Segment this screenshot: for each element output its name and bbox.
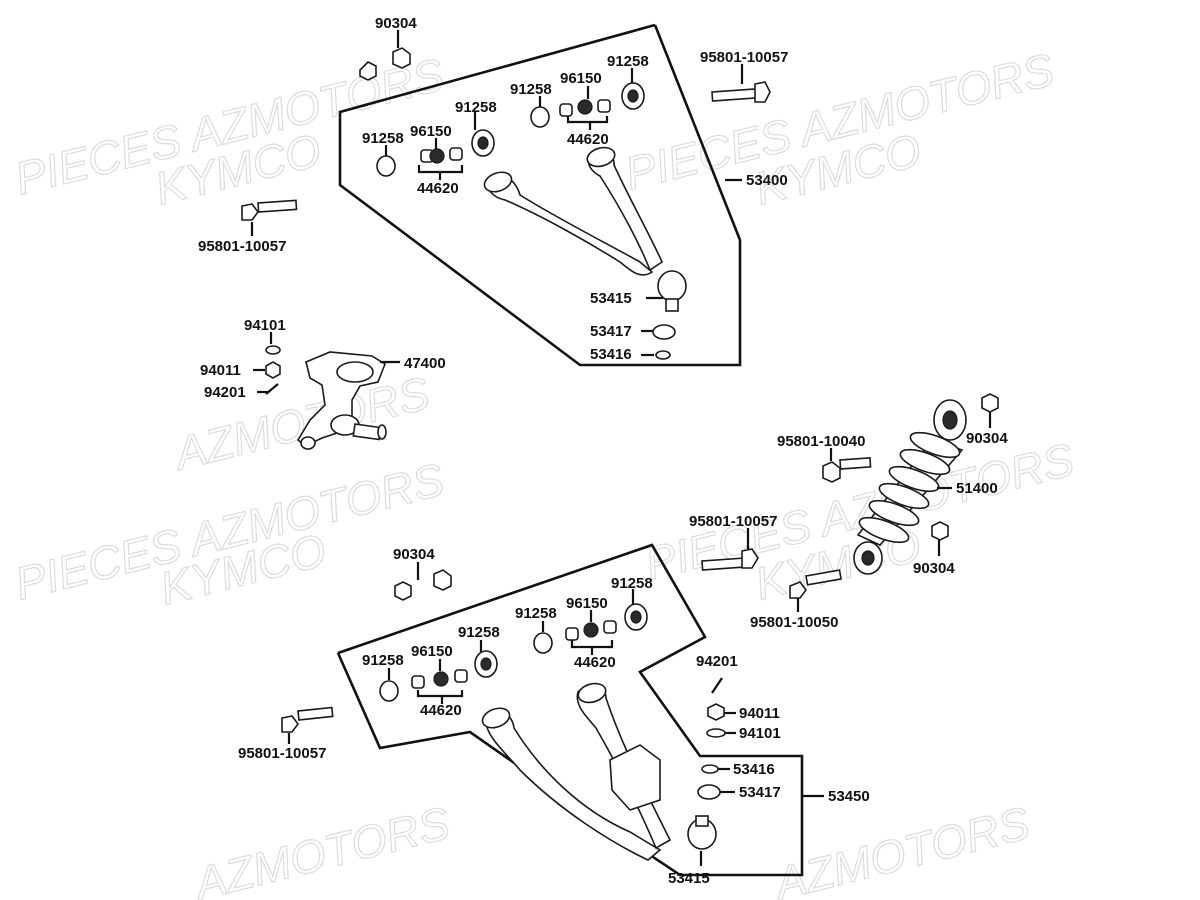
watermark-azmotors-1: AZMOTORS	[187, 796, 455, 900]
upper-clip-53416	[655, 350, 671, 360]
upper-arm-group: 90304 95801-10057 91258 96150 91258 4462…	[198, 15, 788, 367]
lower-arm-group: 95801-10057 90304 95801-10050	[238, 513, 870, 887]
lower-washer-94101	[706, 728, 726, 738]
shock-nut-top	[981, 393, 999, 413]
knuckle-washer-94101	[265, 345, 281, 355]
label-upper-bolt-right: 95801-10057	[700, 49, 788, 66]
label-upper-53416: 53416	[590, 346, 632, 363]
upper-bushing-set-left	[376, 112, 495, 180]
upper-group-frame	[338, 23, 742, 367]
lower-bolt-left	[281, 706, 334, 744]
label-lower-94011: 94011	[739, 705, 780, 722]
label-lower-bolt-left: 95801-10057	[238, 745, 326, 762]
label-lower-96150-a: 96150	[411, 643, 453, 660]
lower-nut-94011	[707, 703, 725, 721]
knuckle-nut-94011	[265, 361, 281, 379]
lower-clip-53416	[701, 764, 719, 774]
label-upper-91258-b: 91258	[455, 99, 497, 116]
label-lower-91258-b: 91258	[458, 624, 500, 641]
label-lower-bolt-right: 95801-10057	[689, 513, 777, 530]
upper-bolt-right	[711, 64, 771, 103]
label-knuckle-94101: 94101	[244, 317, 286, 334]
label-upper-90304: 90304	[375, 15, 417, 32]
lower-a-arm	[481, 682, 717, 861]
label-upper-91258-a: 91258	[362, 130, 404, 147]
label-upper-44620-b: 44620	[567, 131, 609, 148]
upper-nut-90304	[359, 30, 411, 81]
label-lower-arm: 53450	[828, 788, 870, 805]
lower-group-frame	[336, 543, 804, 877]
label-lower-91258-c: 91258	[515, 605, 557, 622]
shock-nut-bottom	[931, 521, 949, 541]
shock-absorber-51400	[853, 399, 967, 575]
label-lower-44620-b: 44620	[574, 654, 616, 671]
lower-bushing-set-left	[379, 640, 498, 704]
label-shock-nut-top: 90304	[966, 430, 1008, 447]
lower-nut-90304	[394, 562, 452, 601]
label-upper-bolt-left: 95801-10057	[198, 238, 286, 255]
label-upper-arm: 53400	[746, 172, 788, 189]
lower-bolt-shock	[789, 569, 842, 612]
knuckle-group: 94101 94011 94201 47400	[200, 317, 446, 450]
upper-ring-53417	[652, 324, 676, 340]
upper-bushing-set-right	[530, 68, 645, 130]
label-upper-91258-c: 91258	[510, 81, 552, 98]
label-lower-balljoint: 53415	[668, 870, 710, 887]
label-shock-nut-bottom: 90304	[913, 560, 955, 577]
label-knuckle-94201: 94201	[204, 384, 246, 401]
label-upper-96150-a: 96150	[410, 123, 452, 140]
steering-knuckle-47400	[296, 351, 387, 450]
label-upper-53417: 53417	[590, 323, 632, 340]
label-lower-91258-d: 91258	[611, 575, 653, 592]
label-knuckle-94011: 94011	[200, 362, 241, 379]
label-lower-44620-a: 44620	[420, 702, 462, 719]
label-lower-90304: 90304	[393, 546, 435, 563]
watermark-azmotors-2: AZMOTORS	[767, 796, 1035, 900]
upper-bolt-left	[241, 199, 298, 236]
label-shock-bolt-top: 95801-10040	[777, 433, 865, 450]
label-lower-53417: 53417	[739, 784, 781, 801]
label-lower-94101: 94101	[739, 725, 781, 742]
label-upper-balljoint: 53415	[590, 290, 632, 307]
label-lower-53416: 53416	[733, 761, 775, 778]
lower-ring-53417	[697, 784, 721, 800]
shock-bolt-top	[822, 448, 872, 483]
label-upper-91258-d: 91258	[607, 53, 649, 70]
label-upper-96150-b: 96150	[560, 70, 602, 87]
lower-bushing-set-right	[533, 589, 648, 655]
label-lower-91258-a: 91258	[362, 652, 404, 669]
label-knuckle: 47400	[404, 355, 446, 372]
upper-a-arm	[483, 146, 687, 312]
label-lower-bolt-shock: 95801-10050	[750, 614, 838, 631]
label-shock: 51400	[956, 480, 998, 497]
label-lower-94201: 94201	[696, 653, 738, 670]
label-upper-44620-a: 44620	[417, 180, 459, 197]
lower-bolt-right	[701, 528, 759, 571]
shock-group: 95801-10040 90304 51400 90304	[777, 393, 1008, 577]
label-lower-96150-b: 96150	[566, 595, 608, 612]
lower-pin-94201	[711, 677, 723, 694]
